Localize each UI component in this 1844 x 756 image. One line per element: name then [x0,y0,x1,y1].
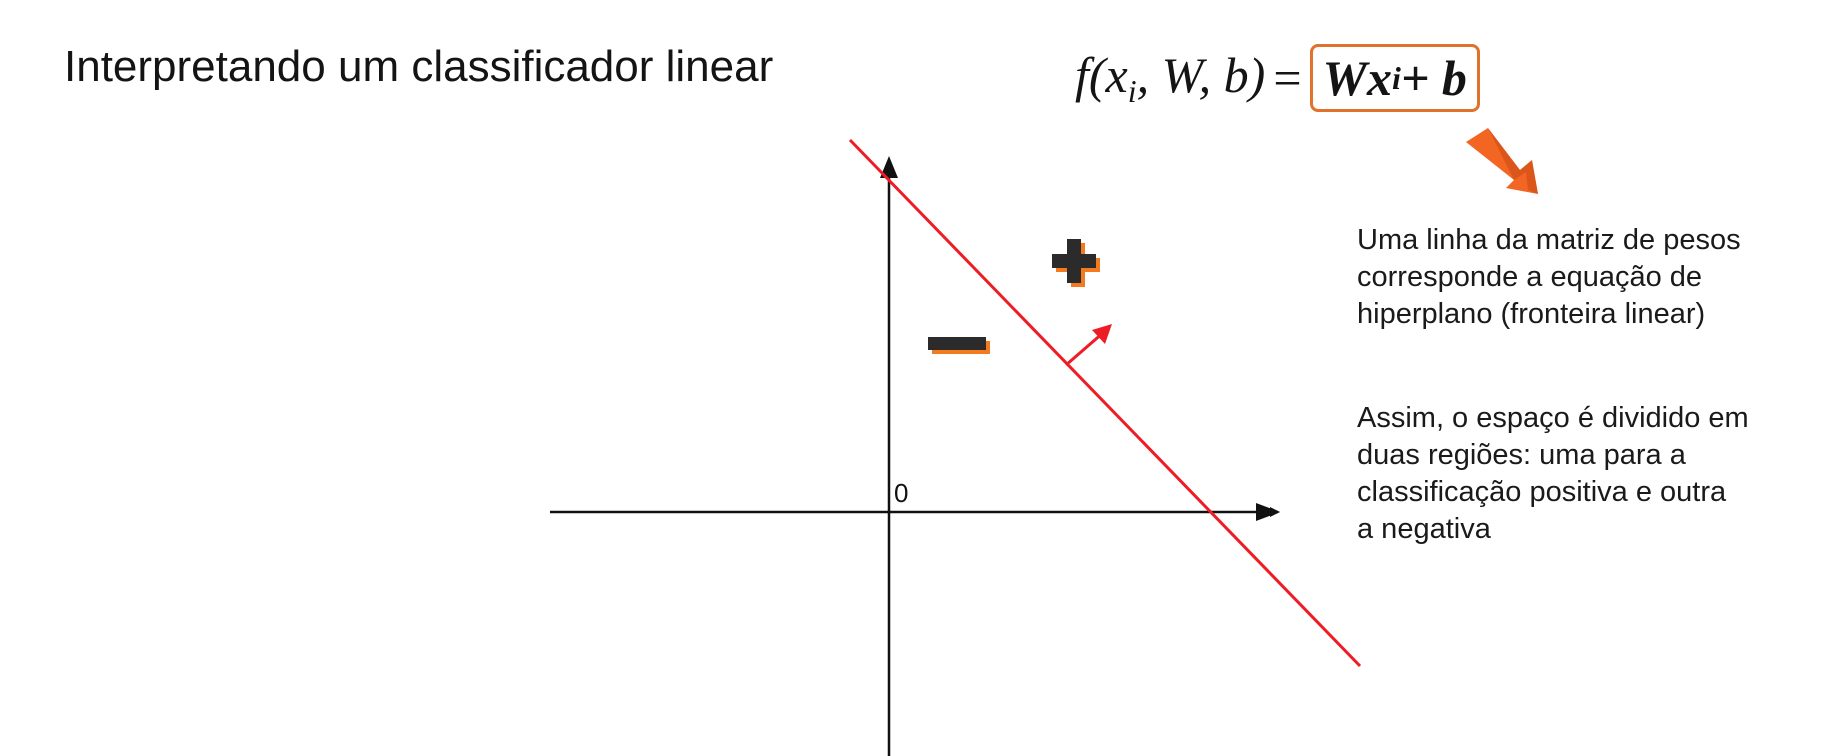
orange-down-right-arrow-icon [1466,128,1538,194]
origin-label: 0 [894,478,909,508]
slide-title: Interpretando um classificador linear [64,42,774,91]
caption-space-division: Assim, o espaço é dividido em duas regiõ… [1357,402,1749,545]
formula-equals: = [1273,50,1302,106]
normal-vector-arrowhead [1092,324,1112,344]
caption-weights-row: Uma linha da matriz de pesos corresponde… [1357,224,1741,330]
positive-region-plus-icon [1052,239,1100,287]
negative-region-minus-icon [928,337,990,354]
formula-lhs: f(xi, W, b) [1075,47,1266,109]
normal-vector-arrow [1065,330,1105,367]
y-axis-arrowhead [880,156,898,178]
decision-boundary-line [848,138,1362,668]
x-axis-arrowhead [1256,503,1280,521]
